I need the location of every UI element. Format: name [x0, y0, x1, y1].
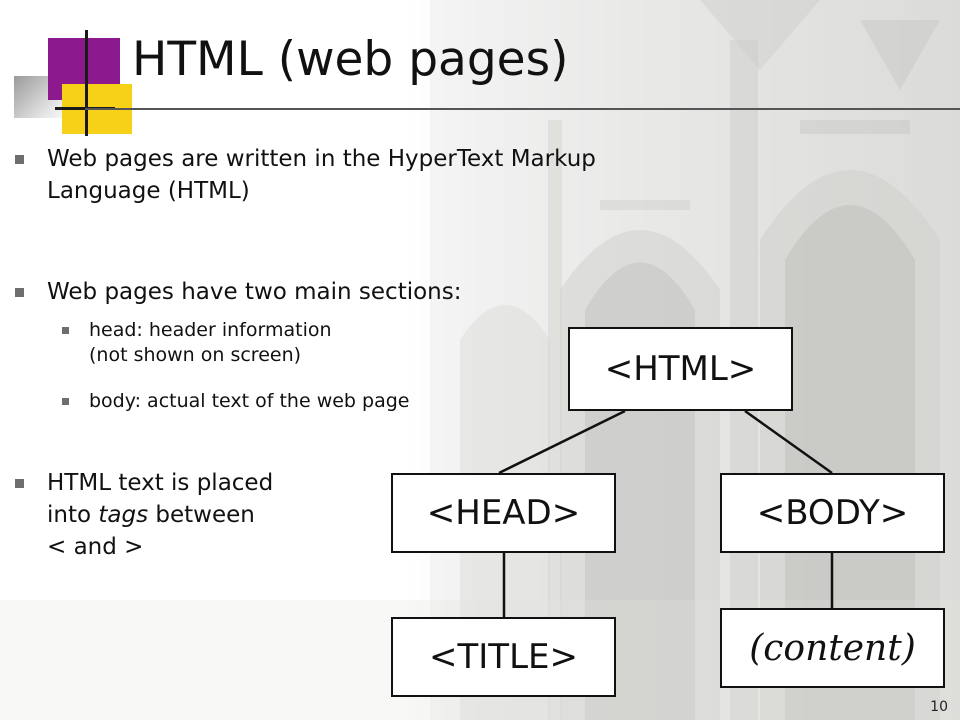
- node-body: <BODY>: [720, 473, 945, 553]
- bullet-line: Language (HTML): [47, 178, 250, 204]
- logo-vertical-line: [85, 30, 88, 136]
- tags-emphasis: tags: [98, 502, 149, 528]
- sub-bullet-line: (not shown on screen): [89, 344, 302, 366]
- sub-bullet-body: body: actual text of the web page: [62, 389, 569, 414]
- bullet-line: into tags between: [47, 499, 387, 531]
- sub-bullet-line: body: actual text of the web page: [89, 390, 410, 412]
- sub-bullet-head: head: header information (not shown on s…: [62, 318, 569, 368]
- node-content: (content): [720, 608, 945, 688]
- node-html: <HTML>: [568, 327, 793, 411]
- node-title: <TITLE>: [391, 617, 616, 697]
- slide-number: 10: [930, 699, 948, 715]
- bullet-html-language: Web pages are written in the HyperText M…: [15, 143, 847, 207]
- connector-html-head: [498, 409, 626, 475]
- bullet-line: HTML text is placed: [47, 470, 274, 496]
- bullet-two-sections: Web pages have two main sections:: [15, 276, 697, 308]
- title-underline: [85, 108, 960, 110]
- node-head: <HEAD>: [391, 473, 616, 553]
- connector-html-body: [744, 409, 833, 475]
- bullet-text: between: [148, 502, 255, 528]
- bullet-line: < and >: [47, 534, 144, 560]
- sub-bullet-line: head: header information: [89, 319, 332, 341]
- bullet-line: Web pages are written in the HyperText M…: [47, 146, 596, 172]
- slide-title: HTML (web pages): [132, 32, 569, 87]
- bullet-tags: HTML text is placed into tags between < …: [15, 467, 387, 563]
- bullet-text: into: [47, 502, 99, 528]
